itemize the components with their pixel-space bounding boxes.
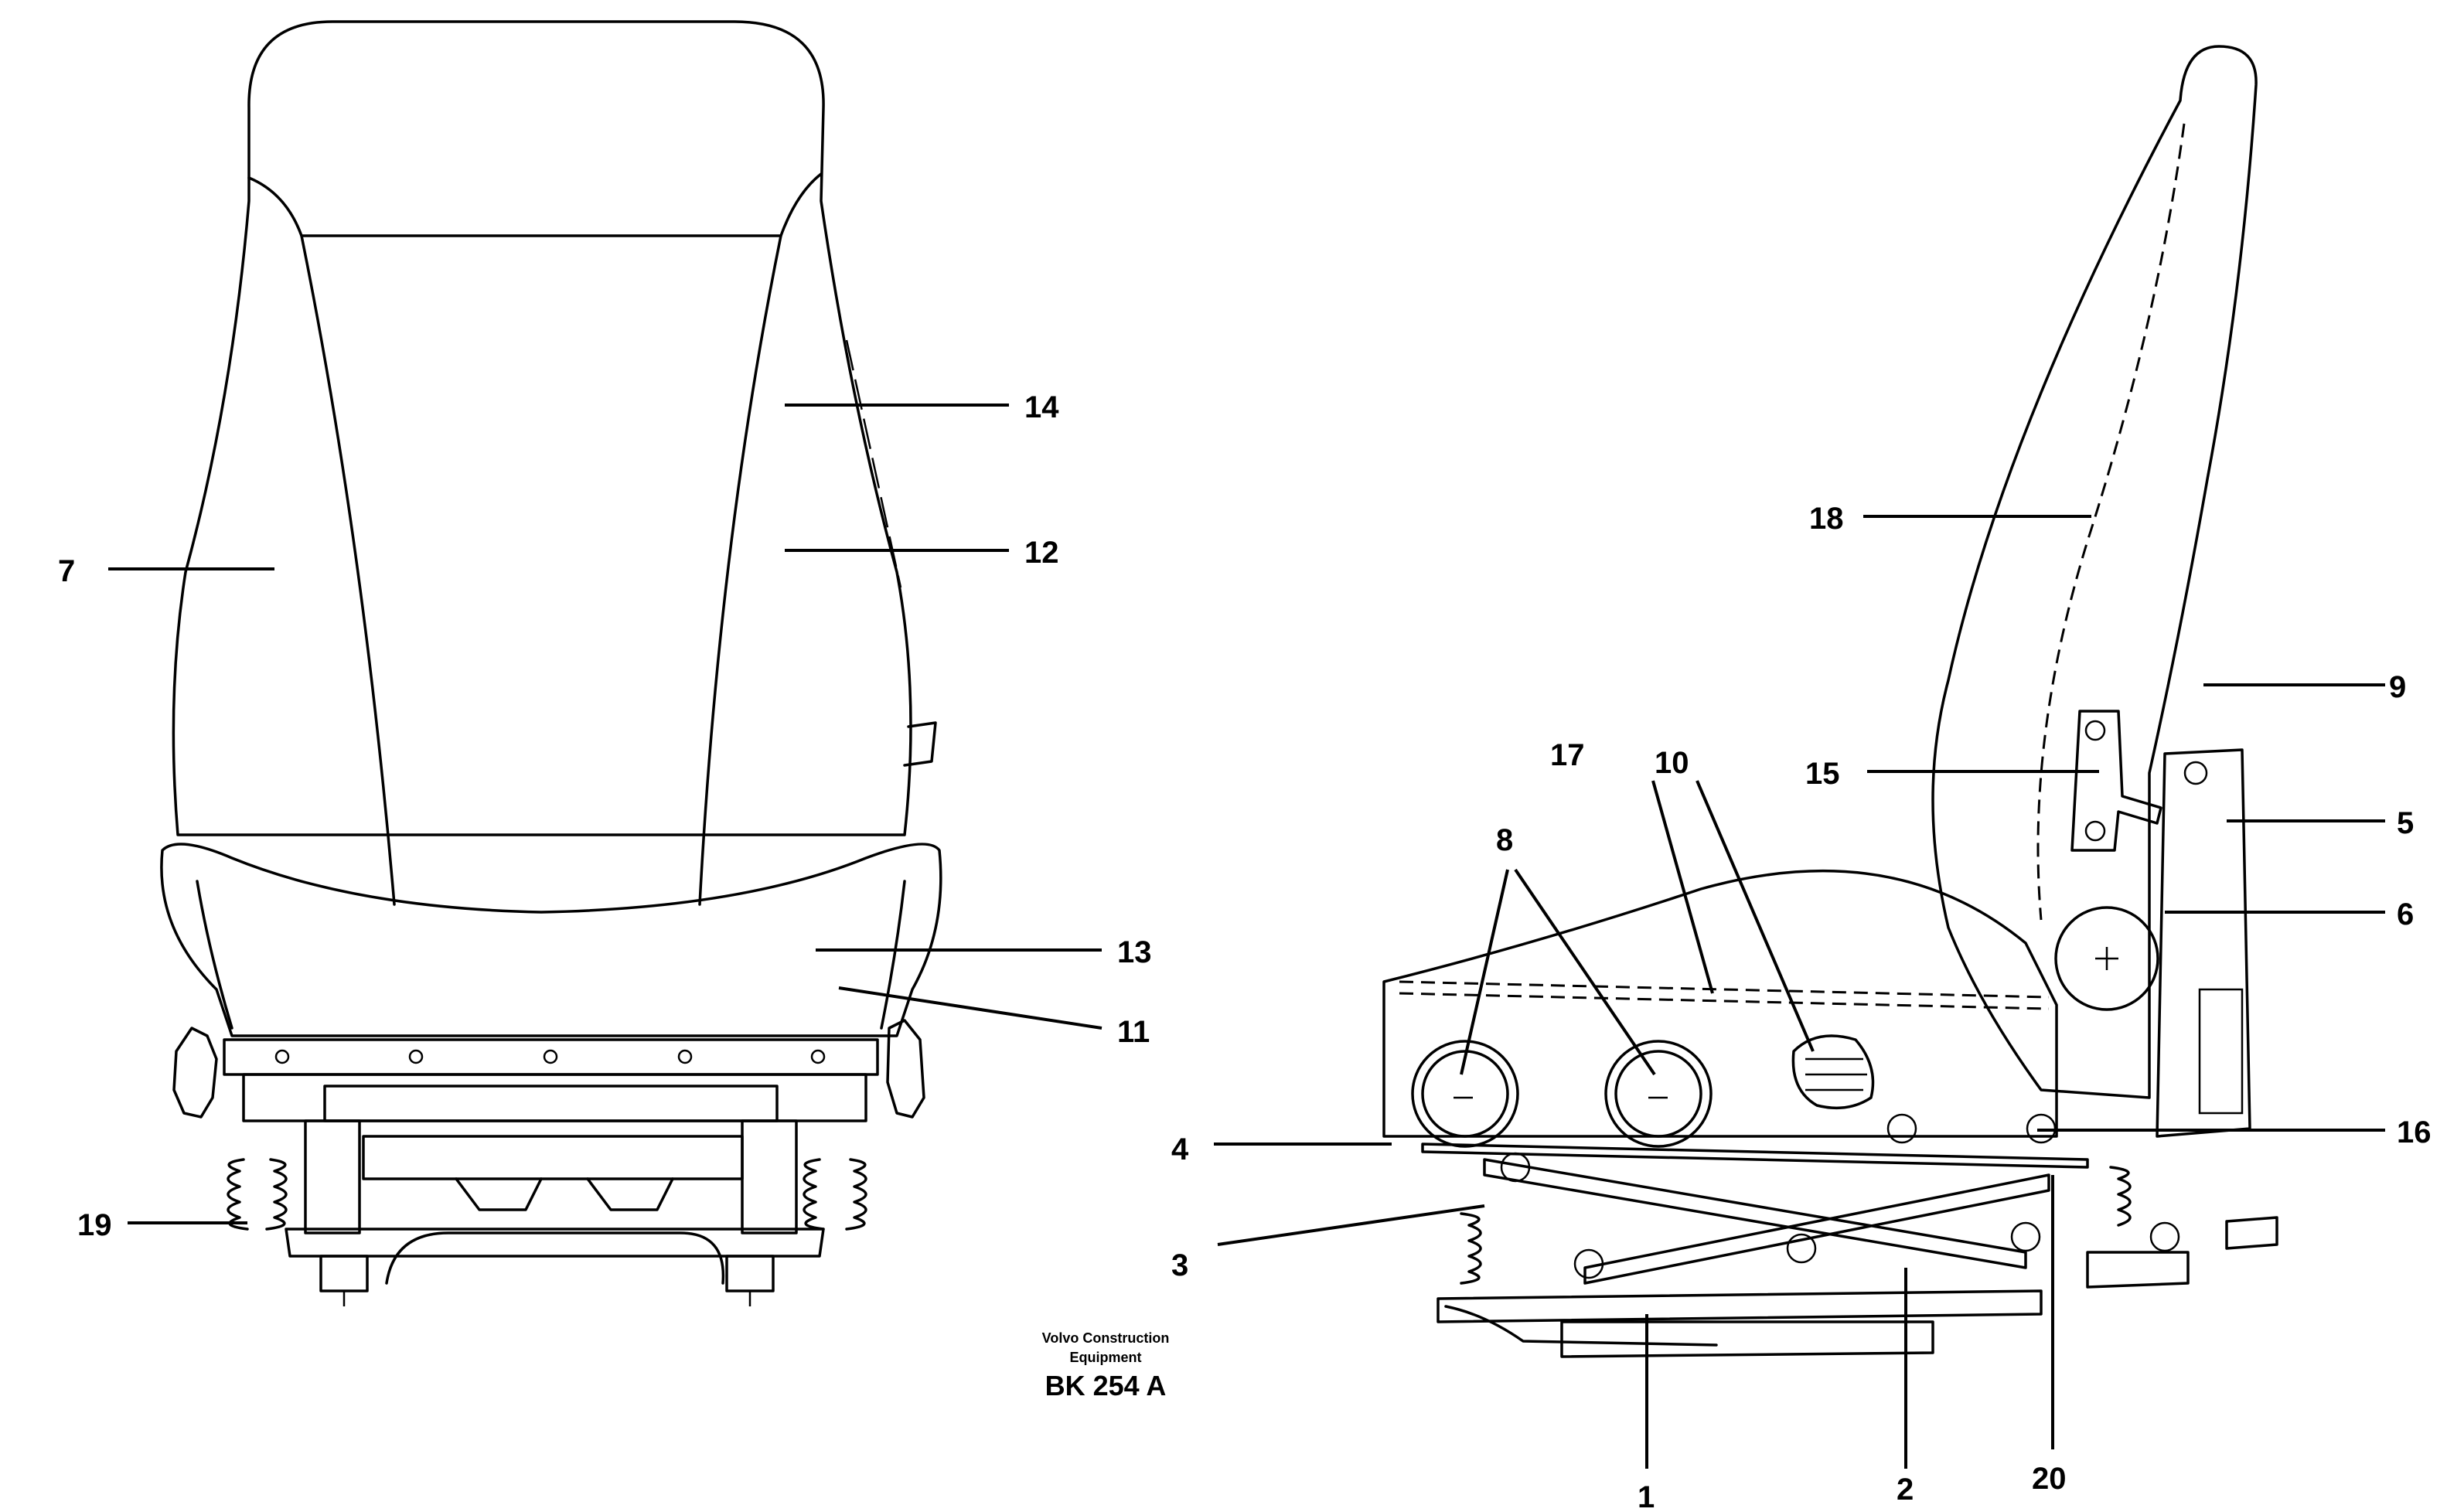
callout-8: 8 (1496, 823, 1513, 857)
drawing-code: BK 254 A (1045, 1370, 1167, 1401)
callout-12: 12 (1024, 536, 1059, 570)
drawing-caption: Volvo Construction Equipment BK 254 A (1042, 1330, 1170, 1401)
leader-lines (108, 404, 2385, 1469)
callout-11: 11 (1117, 1015, 1150, 1049)
callout-15: 15 (1805, 757, 1840, 791)
callout-3: 3 (1171, 1248, 1188, 1282)
callout-16: 16 (2397, 1115, 2432, 1149)
front-view-seat (160, 20, 942, 1306)
callout-7: 7 (58, 554, 75, 588)
manufacturer-line-1: Volvo Construction (1042, 1330, 1170, 1346)
callout-13: 13 (1117, 935, 1152, 969)
callout-14: 14 (1024, 390, 1059, 424)
callout-10: 10 (1655, 746, 1689, 780)
callout-17: 17 (1550, 738, 1585, 772)
callout-19: 19 (77, 1208, 112, 1242)
side-view-seat (1382, 45, 2278, 1358)
callout-9: 9 (2389, 670, 2406, 704)
callout-4: 4 (1171, 1132, 1189, 1166)
callout-6: 6 (2397, 897, 2414, 931)
manufacturer-line-2: Equipment (1070, 1350, 1142, 1365)
callout-1: 1 (1638, 1480, 1655, 1512)
callout-20: 20 (2032, 1462, 2067, 1496)
callout-18: 18 (1809, 502, 1844, 536)
callout-labels: 1 2 3 4 5 6 7 8 9 10 11 12 13 14 15 16 1… (58, 390, 2432, 1512)
callout-5: 5 (2397, 806, 2414, 840)
callout-2: 2 (1897, 1473, 1914, 1507)
